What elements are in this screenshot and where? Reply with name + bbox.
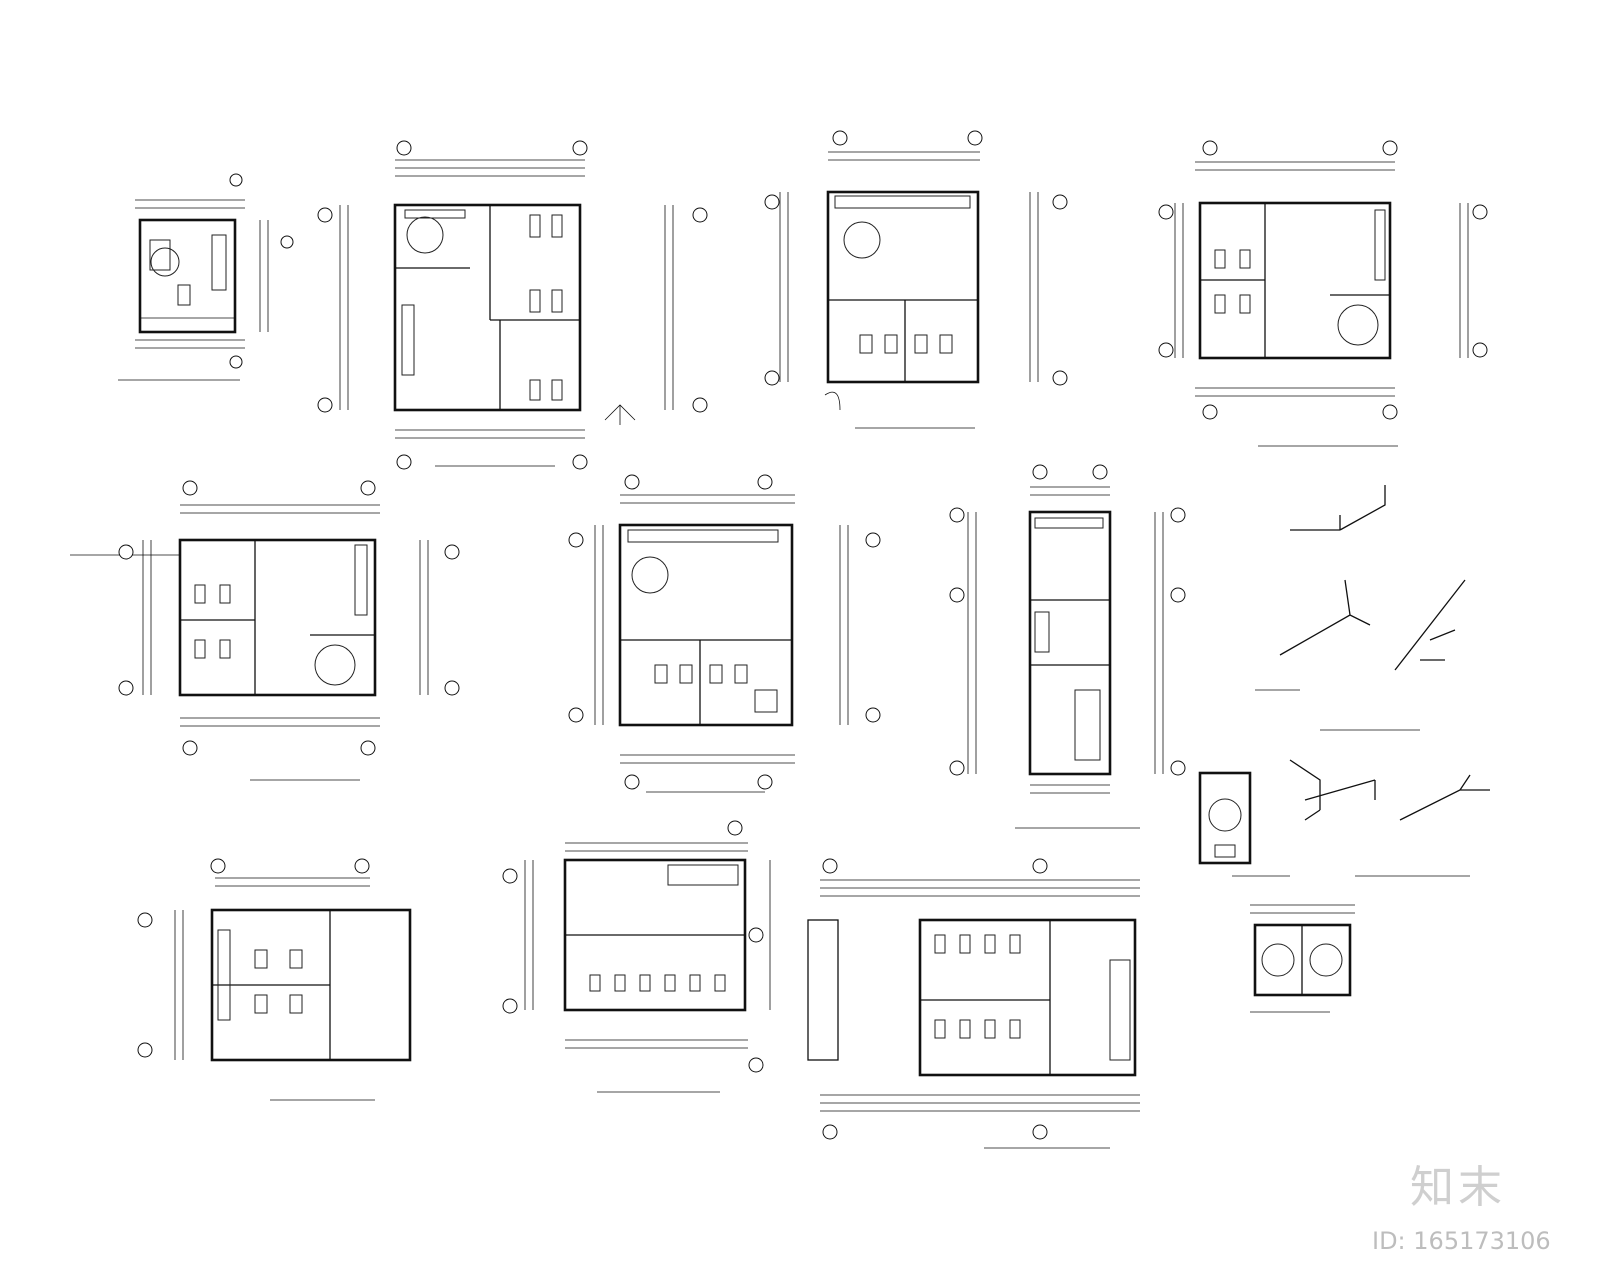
plan-small-toilet [118,173,294,381]
plan-washroom-9 [502,820,771,1093]
plan-washroom-3 [764,130,1068,429]
detail-plan-a [1198,771,1290,877]
plan-washroom-4 [1158,140,1488,447]
plan-washroom-8 [137,858,412,1101]
plan-washroom-6 [568,474,881,793]
plan-washroom-7 [949,464,1186,829]
plan-washroom-10 [807,858,1140,1149]
watermark-id: ID: 165173106 [1372,1227,1551,1255]
detail-plan-b [1250,904,1355,1013]
pipe-isometric-2 [1289,759,1490,877]
plan-large-washroom [317,140,708,470]
pipe-isometric-1 [1255,485,1466,731]
watermark-logo: 知末 [1410,1162,1506,1213]
plan-washroom-5 [70,480,460,781]
